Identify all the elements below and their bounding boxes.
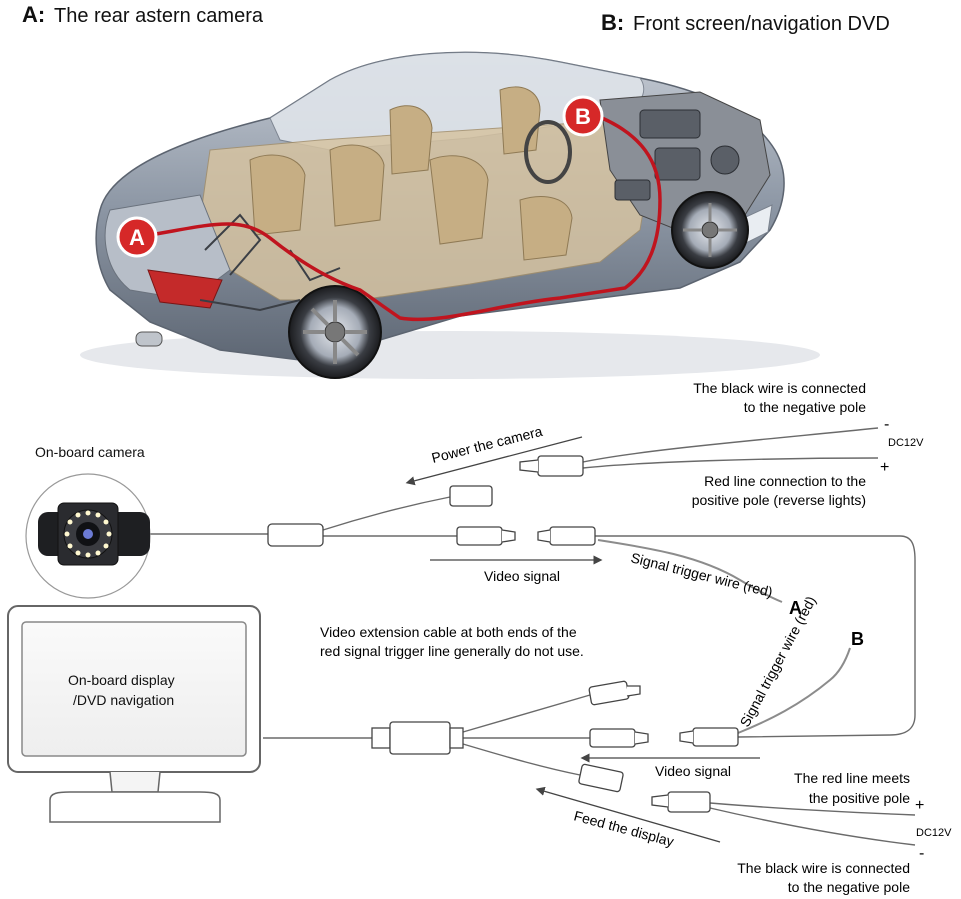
label-black-wire-top-1: The black wire is connected bbox=[693, 380, 866, 396]
red-wire-route bbox=[149, 116, 662, 322]
connectors bbox=[267, 455, 739, 813]
label-dc12v-top: DC12V bbox=[888, 437, 924, 449]
camera-device bbox=[25, 473, 151, 599]
car-illustration: A B bbox=[80, 51, 820, 379]
marker-b-label: B bbox=[575, 104, 591, 129]
label-plus-top: + bbox=[880, 459, 889, 476]
marker-a-label: A bbox=[129, 225, 145, 250]
label-black-wire-bottom-2: to the negative pole bbox=[788, 879, 910, 895]
power-source-plug bbox=[537, 455, 584, 477]
header-b-letter: B: bbox=[601, 10, 624, 35]
marker-a: A bbox=[116, 216, 158, 258]
display-unused-plug bbox=[588, 680, 630, 706]
steering-wheel bbox=[524, 120, 572, 184]
display-label-line1: On-board display bbox=[68, 672, 175, 688]
tail-light bbox=[147, 269, 223, 309]
arrows bbox=[405, 436, 760, 843]
extension-video-plug-bottom bbox=[692, 727, 739, 747]
label-power-camera: Power the camera bbox=[430, 423, 544, 466]
wires bbox=[150, 427, 916, 846]
display-power-plug bbox=[578, 763, 624, 793]
label-minus-top: - bbox=[884, 416, 889, 433]
exhaust-pipe bbox=[135, 331, 163, 347]
label-red-line-bottom-1: The red line meets bbox=[794, 770, 910, 786]
label-trigger-b: Signal trigger wire (red) bbox=[737, 593, 819, 729]
header-a-text: The rear astern camera bbox=[54, 5, 264, 27]
camera-splitter bbox=[267, 523, 324, 547]
label-red-line-top-2: positive pole (reverse lights) bbox=[692, 492, 866, 508]
camera-video-plug bbox=[456, 526, 503, 546]
display-video-plug bbox=[589, 728, 636, 748]
label-minus-bottom: - bbox=[919, 845, 924, 862]
label-black-wire-bottom-1: The black wire is connected bbox=[737, 860, 910, 876]
marker-b: B bbox=[562, 95, 604, 137]
label-video-signal-top: Video signal bbox=[484, 568, 560, 584]
rear-wheel bbox=[288, 285, 382, 379]
display-device bbox=[7, 605, 261, 823]
label-video-signal-bottom: Video signal bbox=[655, 763, 731, 779]
arrow-power-camera bbox=[405, 436, 583, 486]
label-letter-a: A bbox=[789, 598, 802, 618]
header-a-letter: A: bbox=[22, 2, 45, 27]
label-plus-bottom: + bbox=[915, 797, 924, 814]
label-dc12v-bottom: DC12V bbox=[916, 827, 952, 839]
display-splitter bbox=[371, 727, 391, 749]
display-power-source-plug bbox=[667, 791, 711, 813]
front-wheel bbox=[671, 191, 749, 269]
label-red-line-bottom-2: the positive pole bbox=[809, 790, 910, 806]
display-splitter-body bbox=[389, 721, 451, 755]
camera-power-plug bbox=[449, 485, 493, 507]
label-trigger-a: Signal trigger wire (red) bbox=[629, 549, 774, 600]
label-black-wire-top-2: to the negative pole bbox=[744, 399, 866, 415]
arrow-feed-display bbox=[535, 786, 721, 843]
label-extension-note-2: red signal trigger line generally do not… bbox=[320, 643, 584, 659]
label-letter-b: B bbox=[851, 629, 864, 649]
camera-label: On-board camera bbox=[35, 444, 145, 460]
display-label-line2: /DVD navigation bbox=[73, 692, 174, 708]
label-red-line-top-1: Red line connection to the bbox=[704, 473, 866, 489]
engine-details bbox=[614, 109, 740, 201]
label-extension-note-1: Video extension cable at both ends of th… bbox=[320, 624, 577, 640]
header-b-text: Front screen/navigation DVD bbox=[633, 13, 890, 35]
extension-video-plug-top bbox=[549, 526, 596, 546]
